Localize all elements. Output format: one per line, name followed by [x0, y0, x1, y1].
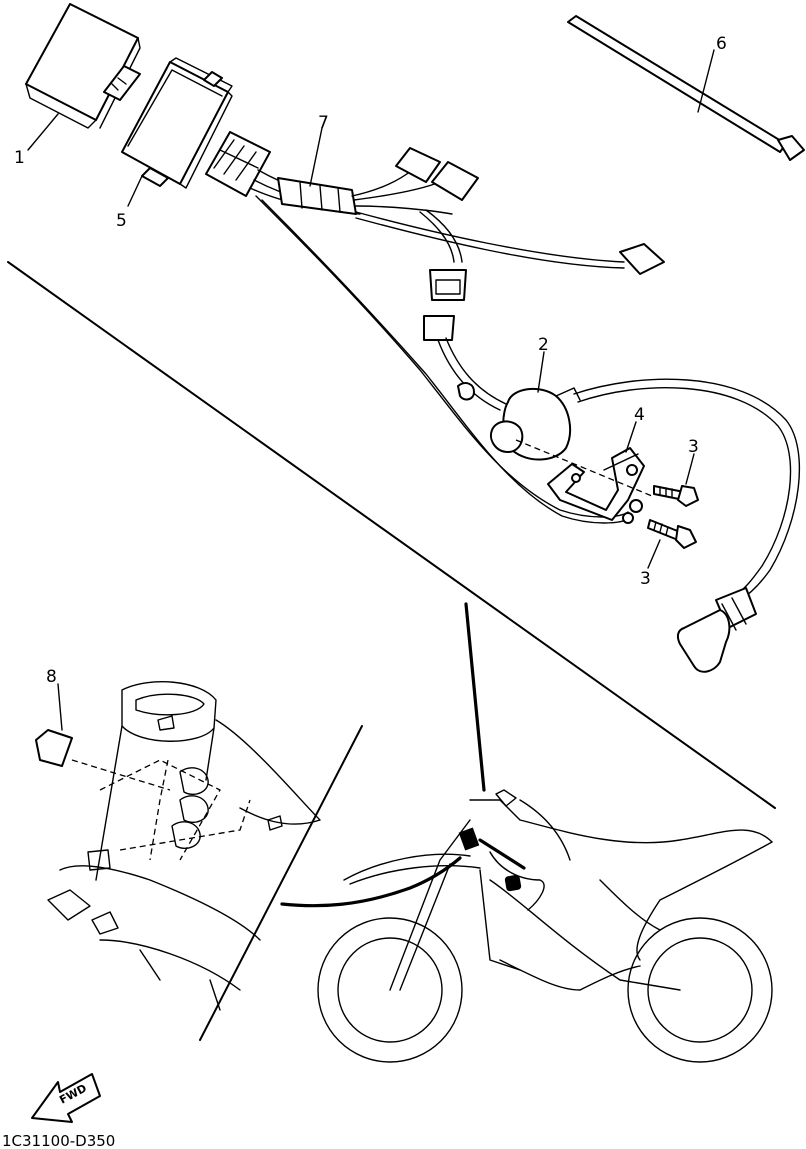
fwd-arrow-icon: FWD: [31, 1073, 101, 1123]
callout-7: 7: [318, 113, 329, 133]
motorcycle-silhouette: [317, 789, 773, 1063]
inset-panel-border: [199, 725, 363, 1041]
washer-small: [622, 499, 643, 524]
wire-harness-part-7: [205, 131, 665, 524]
cdi-unit-part-1: [25, 3, 141, 129]
callout-1: 1: [14, 148, 25, 168]
section-divider-line: [7, 261, 776, 809]
bolt-part-3-upper: [653, 485, 699, 507]
callout-5: 5: [116, 211, 127, 231]
callout-3-lower: 3: [640, 569, 651, 589]
callout-8: 8: [46, 667, 57, 687]
cdi-cover-part-5: [121, 57, 233, 189]
headstock-detail-inset: [35, 681, 321, 1011]
alignment-line: [515, 439, 653, 497]
bolt-part-3-lower: [647, 519, 697, 549]
bracket-part-4: [547, 447, 645, 521]
drawing-code: 1C31100-D350: [2, 1132, 115, 1149]
callout-4: 4: [634, 405, 645, 425]
callout-3-upper: 3: [688, 437, 699, 457]
callout-2: 2: [538, 335, 549, 355]
leader-lines: [27, 49, 715, 731]
callout-6: 6: [716, 34, 727, 54]
harness-routing: [280, 602, 545, 911]
cable-tie-part-6: [567, 15, 805, 161]
